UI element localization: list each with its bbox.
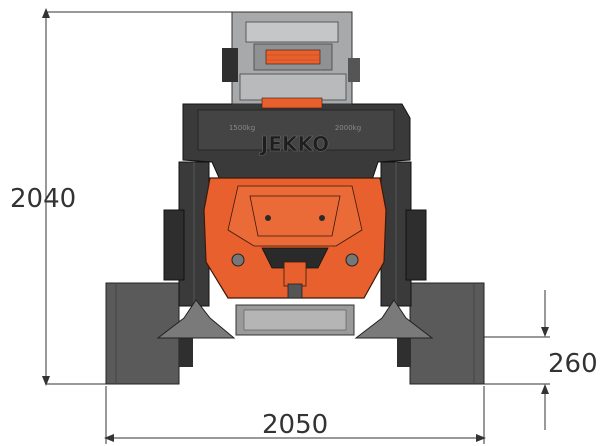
left-outrigger-foot: [156, 299, 236, 339]
dimension-arrows: [42, 8, 549, 442]
machine: JEKKO 1500kg 2000kg: [105, 11, 485, 385]
logo-text: JEKKO: [259, 132, 329, 156]
track-height-dimension-label: 260: [548, 349, 598, 379]
capacity-plate-left: 1500kg: [229, 124, 255, 132]
capacity-plate-right: 2000kg: [335, 124, 361, 132]
height-dimension-label: 2040: [10, 184, 76, 214]
right-outrigger-foot: [354, 299, 434, 339]
width-dimension-label: 2050: [262, 410, 328, 440]
